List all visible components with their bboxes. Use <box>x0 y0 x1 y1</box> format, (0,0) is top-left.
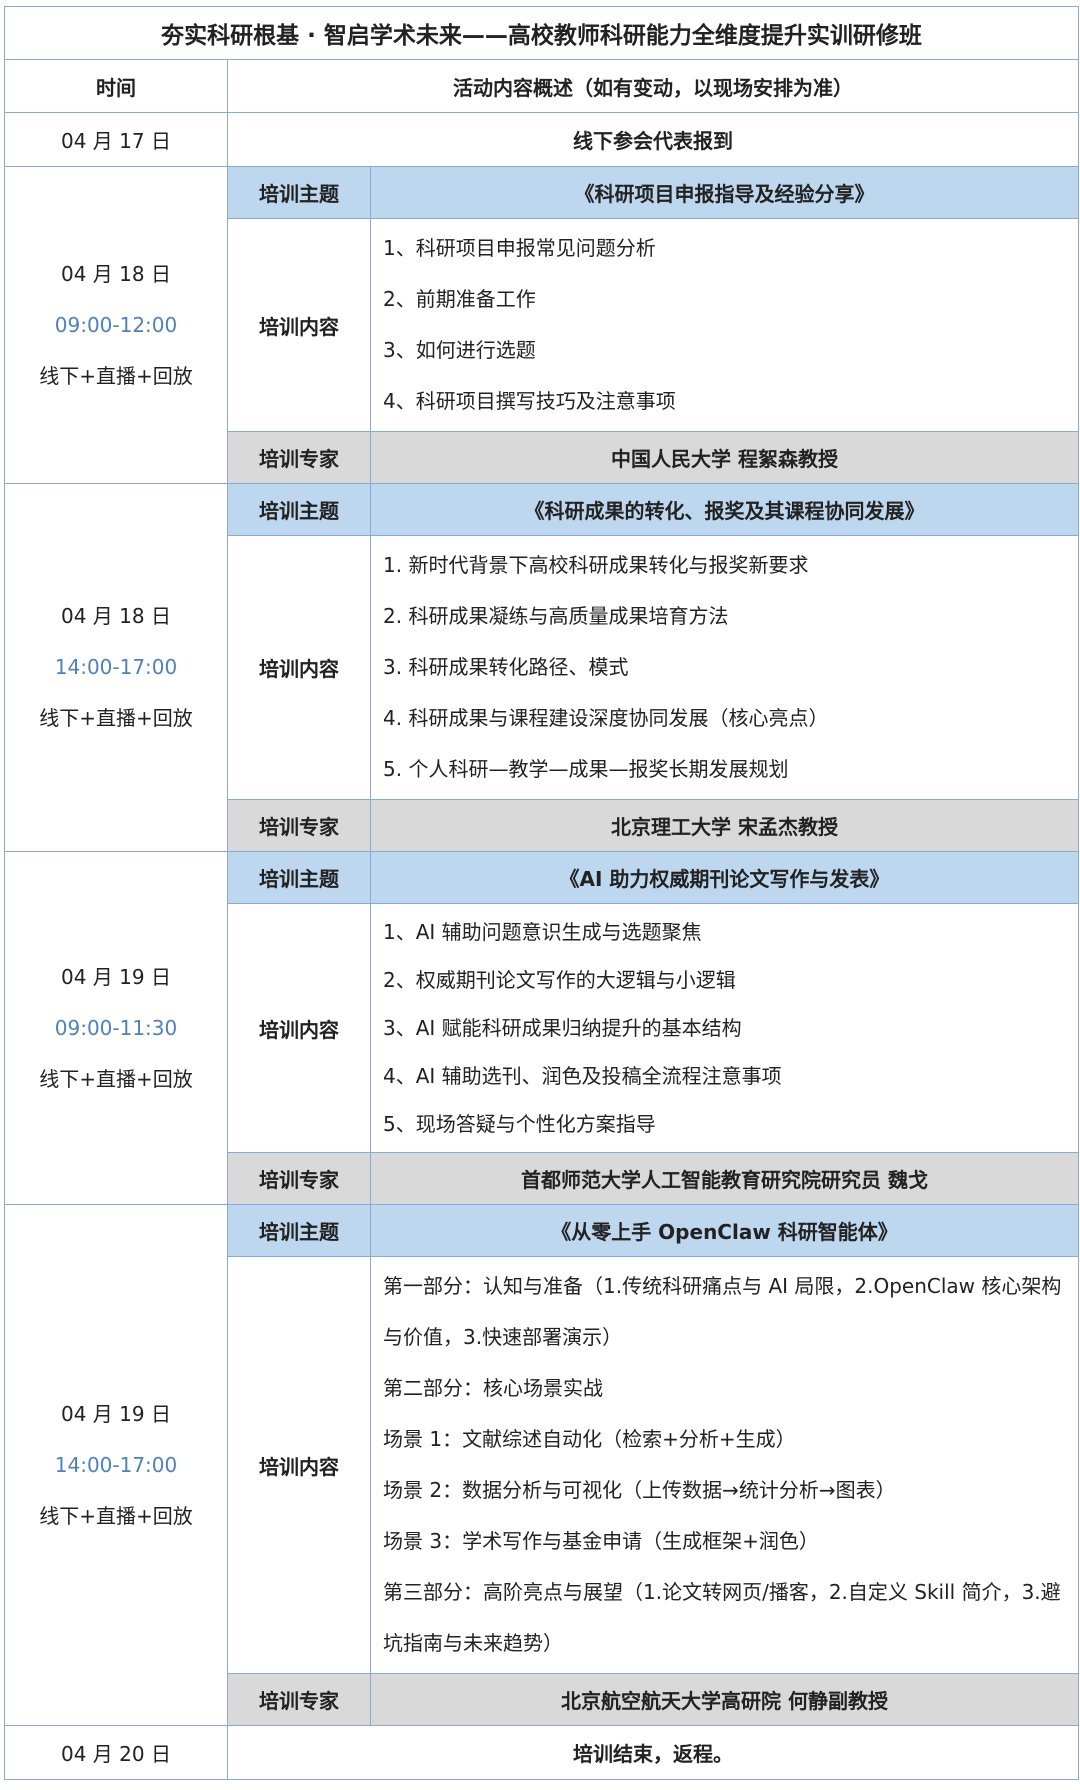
arrival-date: 04 月 17 日 <box>4 112 228 167</box>
list-item: 3. 科研成果转化路径、模式 <box>383 655 629 679</box>
topic-label: 培训主题 <box>227 166 371 219</box>
session-date: 04 月 19 日 <box>61 964 171 989</box>
expert-label: 培训专家 <box>227 431 371 484</box>
session-date-cell: 04 月 19 日 14:00-17:00 线下+直播+回放 <box>4 1204 228 1726</box>
session-mode: 线下+直播+回放 <box>39 363 193 388</box>
list-item: 1. 新时代背景下高校科研成果转化与报奖新要求 <box>383 553 809 577</box>
topic-label: 培训主题 <box>227 1204 371 1257</box>
list-item: 5. 个人科研—教学—成果—报奖长期发展规划 <box>383 757 789 781</box>
arrival-row: 04 月 17 日 线下参会代表报到 <box>4 112 1079 167</box>
list-item: 3、如何进行选题 <box>383 338 536 362</box>
session-date: 04 月 18 日 <box>61 261 171 286</box>
session-mode: 线下+直播+回放 <box>39 1503 193 1528</box>
title-row: 夯实科研根基 · 智启学术未来——高校教师科研能力全维度提升实训研修班 <box>4 6 1079 60</box>
session-expert: 中国人民大学 程絮森教授 <box>370 431 1079 484</box>
session-content-row: 培训内容 1、科研项目申报常见问题分析 2、前期准备工作 3、如何进行选题 4、… <box>5 218 1079 432</box>
session-mode: 线下+直播+回放 <box>39 706 193 730</box>
session-content-row: 培训内容 1. 新时代背景下高校科研成果转化与报奖新要求 2. 科研成果凝练与高… <box>5 535 1079 800</box>
list-item: 场景 1：文献综述自动化（检索+分析+生成） <box>383 1427 796 1451</box>
list-item: 第一部分：认知与准备（1.传统科研痛点与 AI 局限，2.OpenClaw 核心… <box>383 1274 1062 1349</box>
ending-row: 04 月 20 日 培训结束，返程。 <box>4 1725 1079 1780</box>
session-content: 1. 新时代背景下高校科研成果转化与报奖新要求 2. 科研成果凝练与高质量成果培… <box>370 535 1079 800</box>
list-item: 第三部分：高阶亮点与展望（1.论文转网页/播客，2.自定义 Skill 简介，3… <box>383 1580 1061 1655</box>
ending-text: 培训结束，返程。 <box>227 1725 1079 1780</box>
session-expert-row: 培训专家 北京航空航天大学高研院 何静副教授 <box>5 1673 1079 1726</box>
session-topic: 《科研成果的转化、报奖及其课程协同发展》 <box>370 483 1079 536</box>
expert-label: 培训专家 <box>227 1673 371 1726</box>
header-time: 时间 <box>4 59 228 113</box>
session-content: 第一部分：认知与准备（1.传统科研痛点与 AI 局限，2.OpenClaw 核心… <box>370 1256 1079 1674</box>
session-topic-row: 04 月 18 日 14:00-17:00 线下+直播+回放 培训主题 《科研成… <box>4 483 1079 852</box>
ending-date: 04 月 20 日 <box>4 1725 228 1780</box>
session-topic-row: 04 月 19 日 14:00-17:00 线下+直播+回放 培训主题 《从零上… <box>4 1204 1079 1726</box>
content-label: 培训内容 <box>227 1256 371 1674</box>
session-topic-row: 04 月 19 日 09:00-11:30 线下+直播+回放 培训主题 《AI … <box>4 851 1079 1205</box>
session-expert: 首都师范大学人工智能教育研究院研究员 魏戈 <box>370 1152 1079 1205</box>
session-content: 1、科研项目申报常见问题分析 2、前期准备工作 3、如何进行选题 4、科研项目撰… <box>370 218 1079 432</box>
header-content: 活动内容概述（如有变动，以现场安排为准） <box>227 59 1079 113</box>
list-item: 1、科研项目申报常见问题分析 <box>383 236 656 260</box>
list-item: 4、AI 辅助选刊、润色及投稿全流程注意事项 <box>383 1064 782 1088</box>
session-content: 1、AI 辅助问题意识生成与选题聚焦 2、权威期刊论文写作的大逻辑与小逻辑 3、… <box>370 903 1079 1153</box>
session-mode: 线下+直播+回放 <box>39 1066 193 1091</box>
session-time: 09:00-11:30 <box>54 1015 178 1040</box>
content-label: 培训内容 <box>227 903 371 1153</box>
session-topic-row: 04 月 18 日 09:00-12:00 线下+直播+回放 培训主题 《科研项… <box>4 166 1079 484</box>
topic-label: 培训主题 <box>227 851 371 904</box>
session-time: 09:00-12:00 <box>54 312 178 337</box>
list-item: 4. 科研成果与课程建设深度协同发展（核心亮点） <box>383 706 829 730</box>
session-date: 04 月 19 日 <box>61 1401 171 1426</box>
content-label: 培训内容 <box>227 535 371 800</box>
expert-label: 培训专家 <box>227 799 371 852</box>
document-title: 夯实科研根基 · 智启学术未来——高校教师科研能力全维度提升实训研修班 <box>4 6 1079 60</box>
header-row: 时间 活动内容概述（如有变动，以现场安排为准） <box>4 59 1079 113</box>
list-item: 2、前期准备工作 <box>383 287 536 311</box>
list-item: 2、权威期刊论文写作的大逻辑与小逻辑 <box>383 968 736 992</box>
session-content-row: 培训内容 第一部分：认知与准备（1.传统科研痛点与 AI 局限，2.OpenCl… <box>5 1256 1079 1674</box>
list-item: 场景 2：数据分析与可视化（上传数据→统计分析→图表） <box>383 1478 896 1502</box>
schedule-table: 夯实科研根基 · 智启学术未来——高校教师科研能力全维度提升实训研修班 时间 活… <box>4 6 1079 1780</box>
session-expert: 北京航空航天大学高研院 何静副教授 <box>370 1673 1079 1726</box>
session-expert: 北京理工大学 宋孟杰教授 <box>370 799 1079 852</box>
list-item: 1、AI 辅助问题意识生成与选题聚焦 <box>383 920 702 944</box>
list-item: 第二部分：核心场景实战 <box>383 1376 603 1400</box>
session-time: 14:00-17:00 <box>54 1452 178 1477</box>
session-date-cell: 04 月 18 日 14:00-17:00 线下+直播+回放 <box>4 483 228 852</box>
list-item: 5、现场答疑与个性化方案指导 <box>383 1112 656 1136</box>
session-date: 04 月 18 日 <box>61 604 171 628</box>
expert-label: 培训专家 <box>227 1152 371 1205</box>
content-label: 培训内容 <box>227 218 371 432</box>
session-topic: 《AI 助力权威期刊论文写作与发表》 <box>370 851 1079 904</box>
arrival-text: 线下参会代表报到 <box>227 112 1079 167</box>
session-expert-row: 培训专家 北京理工大学 宋孟杰教授 <box>5 799 1079 852</box>
session-content-row: 培训内容 1、AI 辅助问题意识生成与选题聚焦 2、权威期刊论文写作的大逻辑与小… <box>5 903 1079 1153</box>
list-item: 场景 3：学术写作与基金申请（生成框架+润色） <box>383 1529 819 1553</box>
session-time: 14:00-17:00 <box>54 655 178 679</box>
list-item: 3、AI 赋能科研成果归纳提升的基本结构 <box>383 1016 742 1040</box>
list-item: 2. 科研成果凝练与高质量成果培育方法 <box>383 604 729 628</box>
list-item: 4、科研项目撰写技巧及注意事项 <box>383 389 676 413</box>
session-date-cell: 04 月 18 日 09:00-12:00 线下+直播+回放 <box>4 166 228 484</box>
topic-label: 培训主题 <box>227 483 371 536</box>
session-topic: 《科研项目申报指导及经验分享》 <box>370 166 1079 219</box>
session-topic: 《从零上手 OpenClaw 科研智能体》 <box>370 1204 1079 1257</box>
session-date-cell: 04 月 19 日 09:00-11:30 线下+直播+回放 <box>4 851 228 1205</box>
